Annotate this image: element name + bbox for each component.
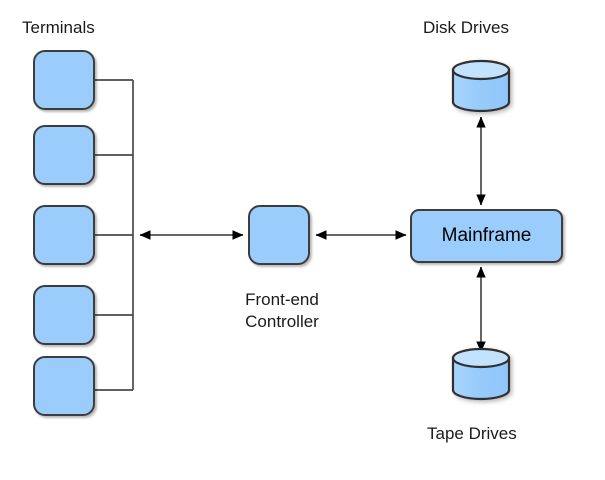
terminal-node-5[interactable]	[33, 356, 95, 416]
front-end-controller-node[interactable]	[248, 205, 310, 265]
mainframe-label: Mainframe	[441, 225, 532, 246]
tape-cylinder-body	[451, 356, 511, 401]
tape-drives-cylinder[interactable]	[450, 346, 512, 406]
disk-cylinder-top	[451, 59, 511, 81]
terminal-node-4[interactable]	[33, 285, 95, 345]
tape-drives-heading: Tape Drives	[427, 424, 517, 443]
front-end-controller-label-line1: Front-end	[245, 290, 319, 309]
tape-cylinder-top	[451, 347, 511, 369]
mainframe-node[interactable]: Mainframe	[410, 209, 563, 263]
terminals-heading: Terminals	[22, 18, 95, 37]
terminal-node-3[interactable]	[33, 205, 95, 265]
terminal-bus-lines	[95, 79, 134, 391]
disk-drives-cylinder[interactable]	[450, 58, 512, 118]
terminal-node-1[interactable]	[33, 50, 95, 110]
disk-cylinder-body	[451, 68, 511, 113]
terminal-node-2[interactable]	[33, 125, 95, 185]
disk-drives-heading: Disk Drives	[423, 18, 509, 37]
front-end-controller-label-line2: Controller	[245, 312, 319, 331]
